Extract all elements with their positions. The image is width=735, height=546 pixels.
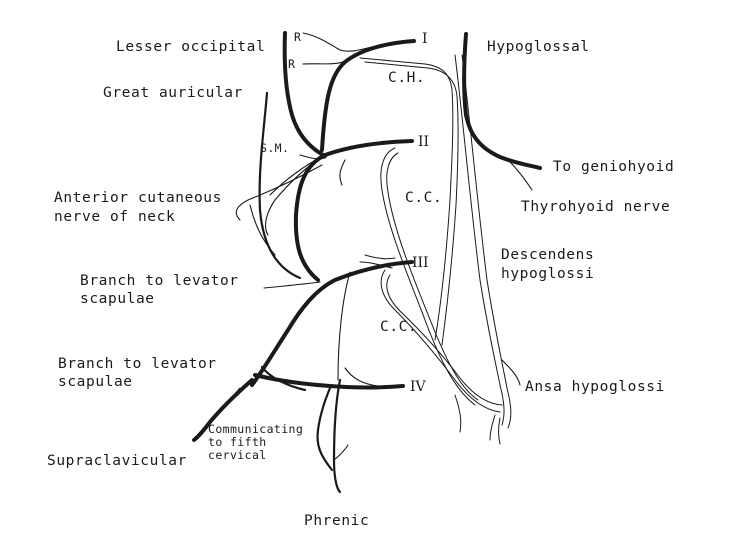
- label-cc-lower: C.C.: [380, 319, 417, 335]
- label-communicating-line2: to fifth: [208, 435, 267, 449]
- label-to-geniohyoid: To geniohyoid: [553, 159, 674, 175]
- phrenic-nerve: [332, 378, 342, 494]
- c3-fibers-a: [364, 254, 396, 260]
- c4-fibers: [344, 367, 379, 387]
- c1-branch: [320, 39, 416, 152]
- ansa-muscular-branch: [501, 359, 521, 386]
- label-great-auricular: Great auricular: [103, 85, 243, 101]
- ch-strand-inner: [364, 61, 459, 346]
- c3-to-levator: [263, 281, 321, 289]
- label-r-lower: R: [288, 57, 295, 71]
- label-cervical-iv: IV: [410, 379, 427, 395]
- supraclavicular-branch: [211, 387, 241, 421]
- label-cervical-i: I: [422, 31, 428, 47]
- label-hypoglossal: Hypoglossal: [487, 39, 590, 55]
- label-ansa-hypoglossi: Ansa hypoglossi: [525, 379, 665, 395]
- c2-small-branch-b: [265, 157, 321, 236]
- ch-strand-outer: [359, 57, 454, 341]
- c4-branch: [253, 373, 405, 390]
- c3-descending: [337, 271, 351, 381]
- label-cervical-iii: III: [412, 255, 429, 271]
- levator-branch-lower: [260, 365, 307, 392]
- phrenic-branch: [333, 444, 349, 461]
- label-branch-levator-b-line2: scapulae: [58, 374, 133, 390]
- sm-branch: [299, 154, 326, 160]
- great-auricular-nerve: [258, 91, 302, 280]
- label-descendens-line1: Descendens: [501, 247, 594, 263]
- label-cervical-ii: II: [418, 134, 429, 150]
- label-supraclavicular: Supraclavicular: [47, 453, 187, 469]
- ansa-terminal-b: [498, 417, 501, 445]
- label-phrenic: Phrenic: [304, 513, 369, 529]
- label-ch: C.H.: [388, 70, 425, 86]
- anterior-cutaneous-branch: [249, 204, 276, 256]
- cc-upper-inner: [386, 152, 479, 401]
- label-branch-levator-b-line1: Branch to levator: [58, 356, 217, 372]
- lesser-occipital-nerve: [282, 31, 327, 158]
- c3-branch: [250, 260, 414, 387]
- c3-fibers-b: [359, 261, 393, 269]
- thyrohyoid-branch: [509, 161, 533, 191]
- cc-upper-outer: [380, 147, 476, 406]
- label-r-upper: R: [294, 30, 301, 44]
- anterior-cutaneous-nerve: [235, 164, 323, 221]
- ansa-terminal-a: [489, 414, 496, 441]
- label-anterior-cutaneous-line1: Anterior cutaneous: [54, 190, 222, 206]
- cc-lower-outer: [380, 269, 501, 413]
- label-cc-upper: C.C.: [405, 190, 442, 206]
- communicating-to-fifth-cervical: [316, 386, 334, 472]
- c1-root-lower: [302, 59, 349, 65]
- c1-root-upper: [302, 32, 386, 52]
- label-thyrohyoid-nerve: Thyrohyoid nerve: [521, 199, 670, 215]
- label-sm: S.M.: [260, 141, 289, 155]
- descendens-inner: [461, 54, 512, 429]
- label-branch-levator-a-line2: scapulae: [80, 291, 155, 307]
- label-branch-levator-a-line1: Branch to levator: [80, 273, 239, 289]
- cc-lower-inner: [386, 274, 503, 406]
- label-anterior-cutaneous-line2: nerve of neck: [54, 209, 175, 225]
- ansa-loop: [454, 394, 462, 433]
- c2-small-branch-c: [339, 159, 346, 186]
- label-descendens-line2: hypoglossi: [501, 266, 594, 282]
- supraclavicular-nerve: [192, 378, 254, 442]
- label-communicating-line3: cervical: [208, 448, 267, 462]
- label-lesser-occipital: Lesser occipital: [116, 39, 265, 55]
- descendens-outer: [454, 54, 505, 426]
- label-communicating-line1: Communicating: [208, 422, 303, 436]
